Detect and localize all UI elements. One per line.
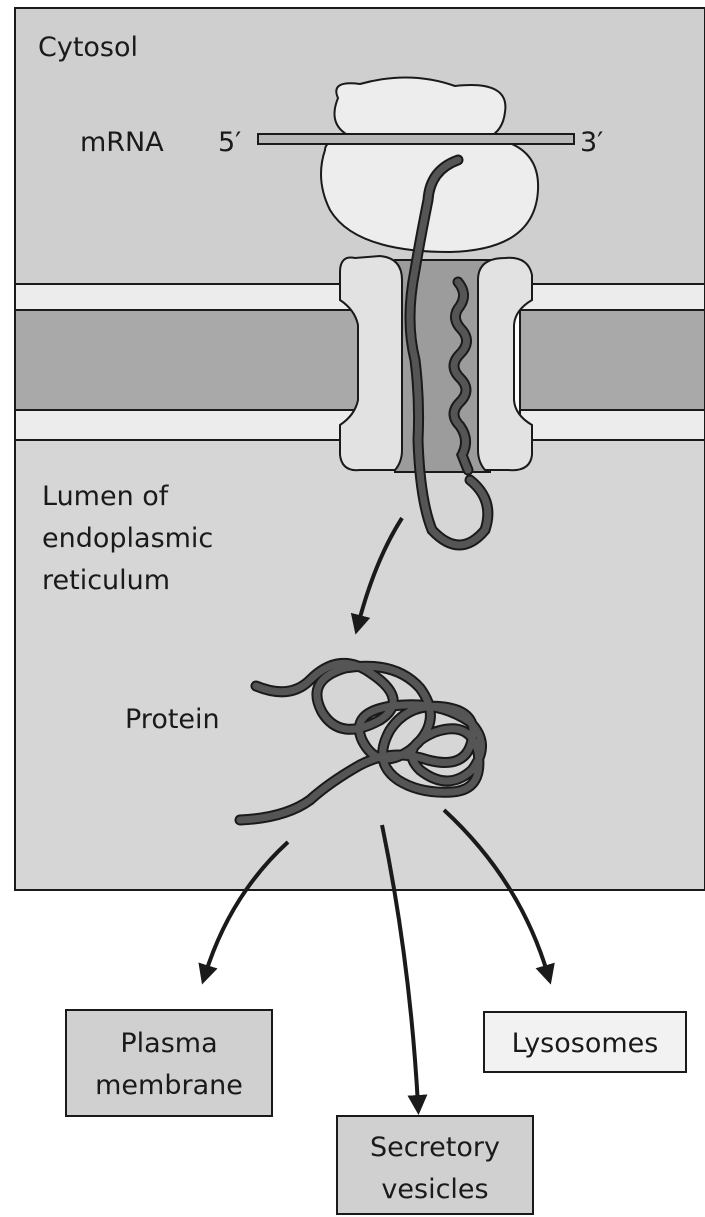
lumen-label-line2: endoplasmic — [42, 523, 213, 554]
translocon-channel — [340, 256, 532, 472]
lumen-label-line1: Lumen of — [42, 481, 170, 512]
three-prime-label: 3′ — [580, 127, 603, 158]
plasma-membrane-label-line2: membrane — [95, 1070, 243, 1101]
cytosol-label: Cytosol — [38, 32, 138, 63]
ribosome-small-subunit — [334, 77, 505, 142]
five-prime-label: 5′ — [218, 127, 241, 158]
lumen-label-line3: reticulum — [42, 565, 170, 596]
secretory-vesicles-label-line1: Secretory — [370, 1132, 500, 1163]
plasma-membrane-label-line1: Plasma — [120, 1028, 217, 1059]
mrna-strand — [258, 134, 574, 144]
secretory-vesicles-label-line2: vesicles — [381, 1174, 488, 1205]
mrna-label: mRNA — [80, 127, 164, 158]
protein-label: Protein — [125, 704, 220, 735]
lysosomes-label: Lysosomes — [512, 1028, 659, 1059]
ribosome — [321, 77, 538, 252]
